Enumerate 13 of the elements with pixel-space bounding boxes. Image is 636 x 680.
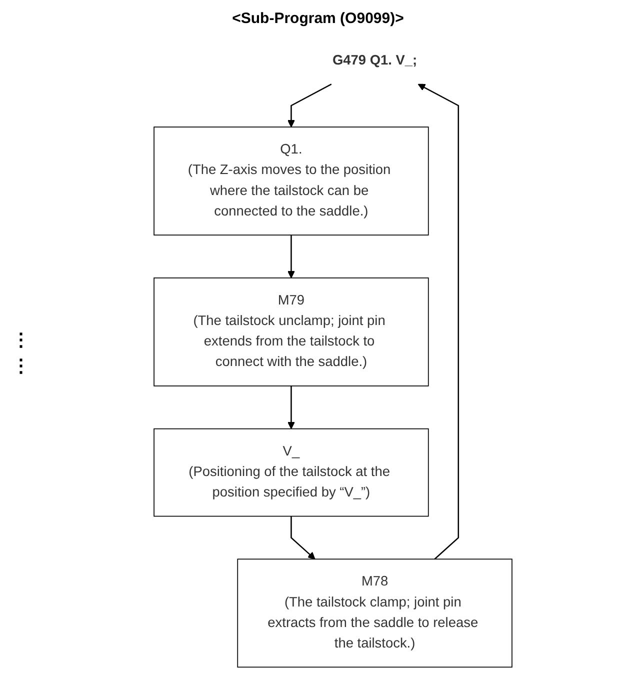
arrow: [287, 84, 332, 128]
arrow: [290, 516, 316, 560]
sub-program-title: <Sub-Program (O9099)>: [232, 10, 404, 27]
node-box: M79 (The tailstock unclamp; joint pin extends from the tailstock to connect with the saddle.): [154, 277, 429, 386]
node-box: V_ (Positioning of the tailstock at the position specified by “V_”): [154, 428, 429, 517]
node-box: Q1. (The Z-axis moves to the position where the tailstock can be connected to the saddle.): [154, 126, 429, 236]
arrow: [418, 84, 460, 560]
node-box: M78 (The tailstock clamp; joint pin extracts from the saddle to release the tailstock.): [237, 558, 512, 668]
continuation-dots: ⋮: [12, 328, 30, 350]
node-text: G479 Q1. V_;: [332, 53, 418, 68]
arrow: [287, 235, 295, 278]
arrow: [287, 386, 295, 430]
continuation-dots: ⋮: [12, 354, 30, 376]
